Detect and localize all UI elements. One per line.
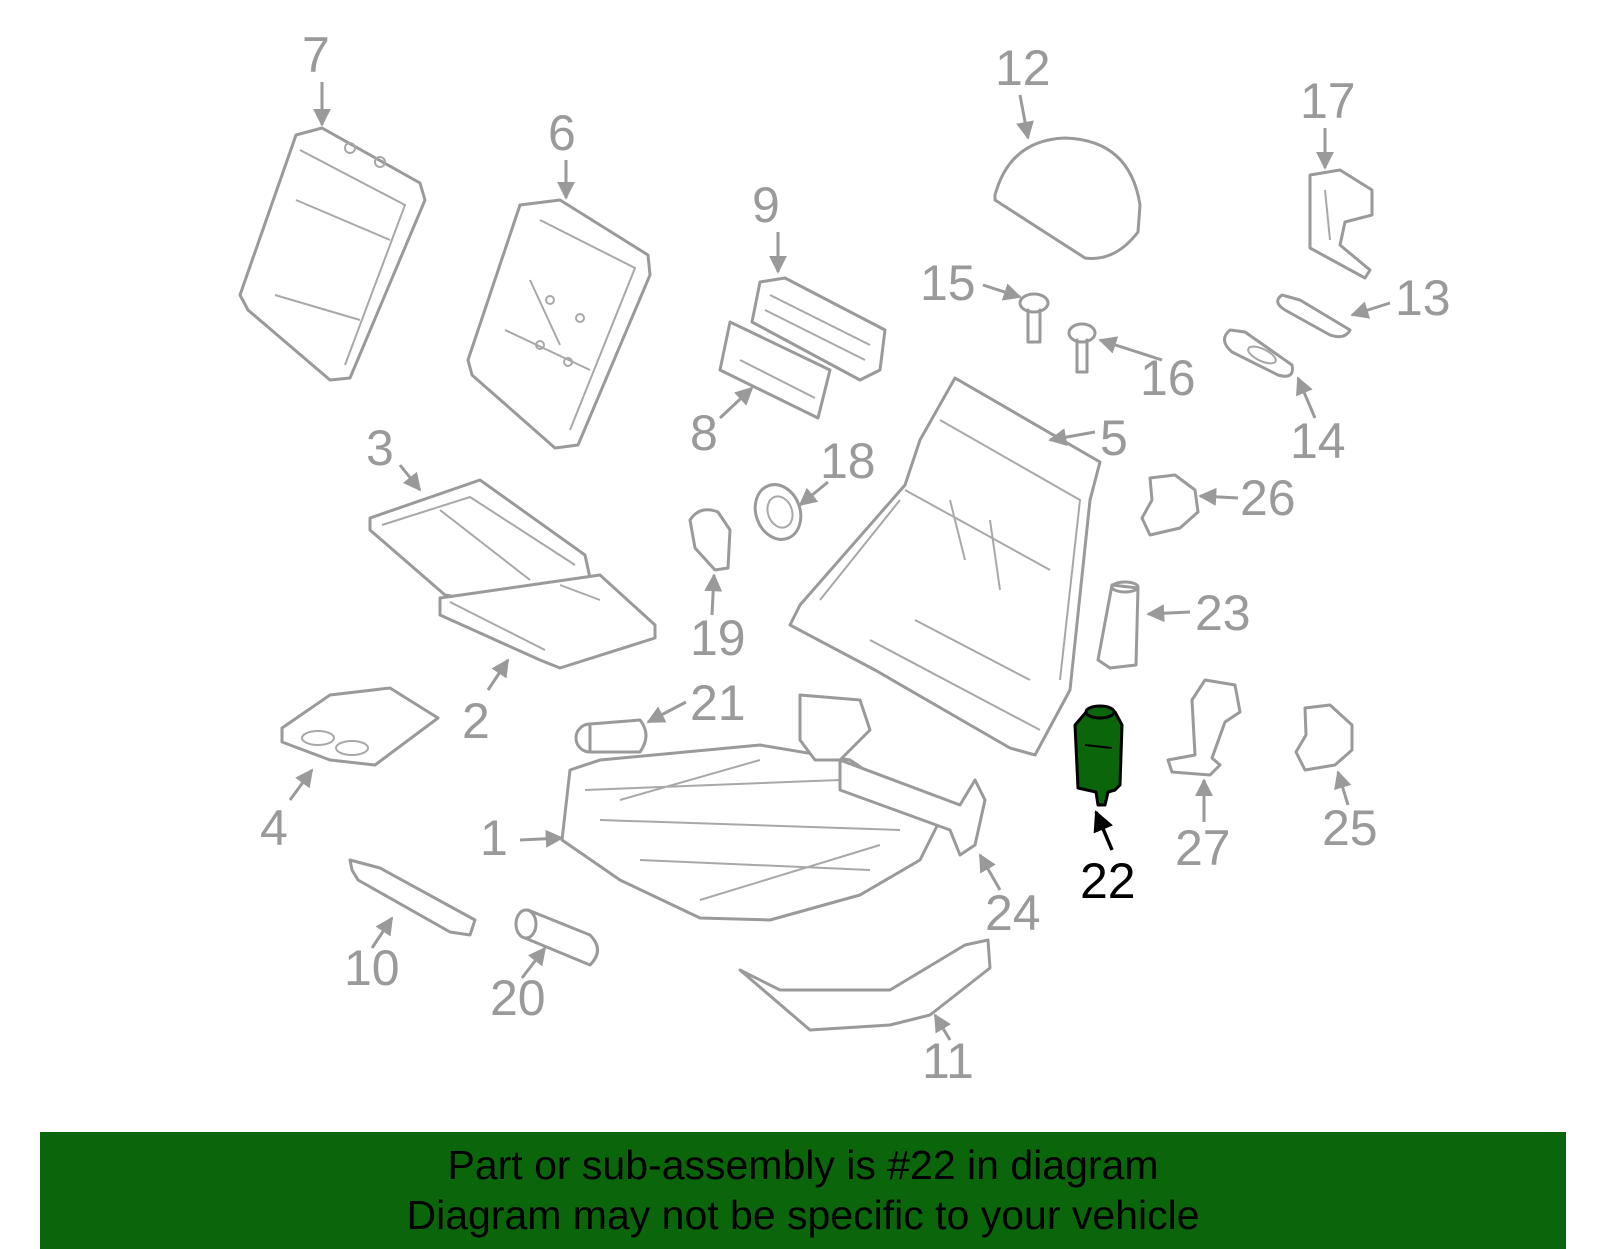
callout-5: 5 bbox=[1048, 410, 1128, 466]
svg-text:16: 16 bbox=[1140, 350, 1196, 406]
part-27-bracket[interactable] bbox=[1166, 678, 1242, 777]
svg-text:20: 20 bbox=[490, 970, 546, 1026]
svg-text:6: 6 bbox=[548, 105, 576, 161]
svg-text:11: 11 bbox=[922, 1033, 974, 1089]
svg-text:15: 15 bbox=[920, 255, 976, 311]
callout-24: 24 bbox=[978, 853, 1041, 941]
svg-text:5: 5 bbox=[1100, 410, 1128, 466]
svg-text:19: 19 bbox=[690, 610, 746, 666]
part-18-cover[interactable] bbox=[748, 478, 808, 546]
callout-3: 3 bbox=[366, 420, 422, 492]
part-22-highlighted-motor[interactable] bbox=[1073, 704, 1124, 807]
callout-19: 19 bbox=[690, 573, 746, 666]
part-13-plate[interactable] bbox=[1276, 293, 1352, 339]
part-7-backrest-cover[interactable] bbox=[238, 126, 427, 382]
banner-line-disclaimer: Diagram may not be specific to your vehi… bbox=[406, 1192, 1200, 1238]
part-19-cap[interactable] bbox=[688, 508, 732, 572]
part-12-headrest[interactable] bbox=[993, 136, 1142, 260]
callout-1: 1 bbox=[480, 810, 564, 866]
banner-line-part-info: Part or sub-assembly is #22 in diagram bbox=[447, 1142, 1159, 1188]
part-14-plate[interactable] bbox=[1223, 328, 1294, 378]
svg-text:23: 23 bbox=[1195, 585, 1251, 641]
part-2-cushion-pad[interactable] bbox=[438, 573, 657, 670]
callout-23: 23 bbox=[1146, 585, 1251, 641]
callout-6: 6 bbox=[548, 105, 576, 200]
part-8-bracket[interactable] bbox=[718, 320, 832, 420]
part-4-cup-holder[interactable] bbox=[280, 686, 440, 767]
parts-diagram: 7 6 9 8 12 15 bbox=[238, 27, 1451, 1089]
svg-text:21: 21 bbox=[690, 675, 746, 731]
svg-text:8: 8 bbox=[690, 405, 718, 461]
svg-text:17: 17 bbox=[1300, 73, 1356, 129]
info-banner: Part or sub-assembly is #22 in diagram D… bbox=[40, 1132, 1566, 1249]
part-3-cushion-cover[interactable] bbox=[368, 478, 592, 602]
svg-text:26: 26 bbox=[1240, 470, 1296, 526]
callout-25: 25 bbox=[1322, 770, 1378, 856]
callout-14: 14 bbox=[1290, 376, 1346, 469]
svg-text:4: 4 bbox=[260, 800, 288, 856]
part-16-guide[interactable] bbox=[1067, 322, 1097, 374]
part-9-trim-panel[interactable] bbox=[750, 276, 887, 382]
callout-22: 22 bbox=[1080, 810, 1136, 909]
callout-8: 8 bbox=[690, 386, 754, 461]
svg-text:27: 27 bbox=[1175, 820, 1231, 876]
svg-text:10: 10 bbox=[344, 940, 400, 996]
part-15-guide[interactable] bbox=[1018, 292, 1050, 344]
part-5-backrest-frame[interactable] bbox=[788, 376, 1102, 757]
svg-text:2: 2 bbox=[462, 693, 490, 749]
part-24-bracket[interactable] bbox=[798, 693, 987, 857]
callout-16: 16 bbox=[1098, 336, 1196, 406]
part-11-trim[interactable] bbox=[738, 938, 992, 1032]
callout-20: 20 bbox=[490, 946, 547, 1026]
svg-text:13: 13 bbox=[1395, 270, 1451, 326]
part-26-latch[interactable] bbox=[1140, 473, 1200, 537]
svg-text:1: 1 bbox=[480, 810, 508, 866]
callout-10: 10 bbox=[344, 916, 400, 996]
callout-17: 17 bbox=[1300, 73, 1356, 170]
callout-4: 4 bbox=[260, 768, 314, 856]
svg-text:22: 22 bbox=[1080, 853, 1136, 909]
part-23-motor[interactable] bbox=[1096, 580, 1140, 670]
callout-15: 15 bbox=[920, 255, 1022, 311]
svg-text:9: 9 bbox=[752, 177, 780, 233]
callout-7: 7 bbox=[302, 27, 331, 127]
svg-text:18: 18 bbox=[820, 433, 876, 489]
svg-text:3: 3 bbox=[366, 420, 394, 476]
part-21-motor[interactable] bbox=[574, 718, 648, 754]
callout-26: 26 bbox=[1198, 470, 1296, 526]
callout-9: 9 bbox=[752, 177, 787, 274]
callout-13: 13 bbox=[1350, 270, 1451, 326]
callout-27: 27 bbox=[1175, 778, 1231, 876]
callout-2: 2 bbox=[462, 658, 510, 749]
part-10-bracket[interactable] bbox=[348, 858, 477, 937]
part-17-latch[interactable] bbox=[1308, 168, 1374, 280]
part-25-latch[interactable] bbox=[1294, 703, 1354, 772]
part-20-motor[interactable] bbox=[514, 908, 599, 967]
svg-text:25: 25 bbox=[1322, 800, 1378, 856]
callout-11: 11 bbox=[922, 1013, 974, 1089]
svg-text:7: 7 bbox=[302, 27, 330, 83]
svg-text:24: 24 bbox=[985, 885, 1041, 941]
svg-text:14: 14 bbox=[1290, 413, 1346, 469]
callout-12: 12 bbox=[995, 40, 1051, 140]
callout-18: 18 bbox=[798, 433, 876, 507]
callout-21: 21 bbox=[646, 675, 746, 731]
part-6-backrest-pad[interactable] bbox=[466, 198, 652, 450]
part-1-cushion-frame[interactable] bbox=[560, 743, 942, 922]
svg-text:12: 12 bbox=[995, 40, 1051, 96]
